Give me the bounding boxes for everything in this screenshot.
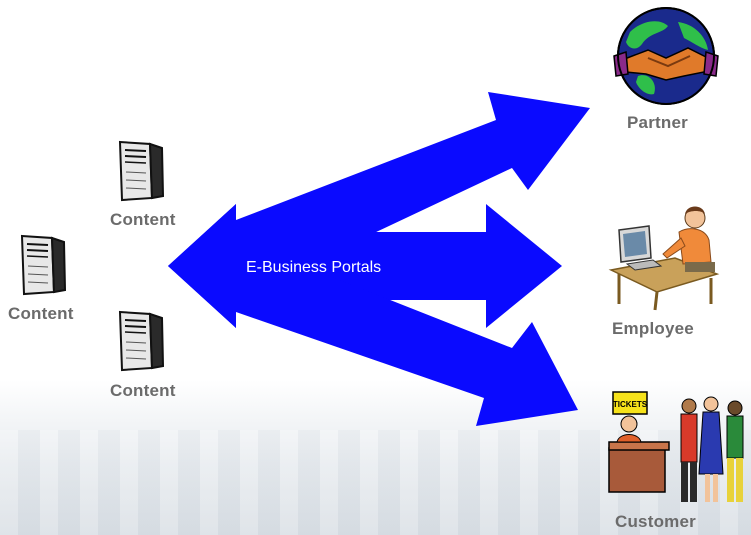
server-label-left: Content: [8, 304, 74, 323]
customer-label: Customer: [615, 512, 696, 531]
arrow-to-customer: [168, 266, 578, 426]
employee-computer-icon: [608, 206, 720, 311]
server-icon: [20, 234, 67, 296]
e-business-portals-label: E-Business Portals: [246, 259, 382, 276]
partner-label: Partner: [627, 113, 688, 132]
server-icon: [118, 140, 165, 202]
partner-globe-handshake-icon: [613, 7, 719, 105]
server-label-bottom: Content: [110, 381, 176, 400]
employee-label: Employee: [612, 319, 694, 338]
server-label-top: Content: [110, 210, 176, 229]
arrow-to-partner: [168, 92, 590, 266]
server-icon: [118, 310, 165, 372]
customer-queue-icon: TICKETS: [608, 391, 744, 502]
ticket-sign-text: TICKETS: [613, 400, 648, 409]
